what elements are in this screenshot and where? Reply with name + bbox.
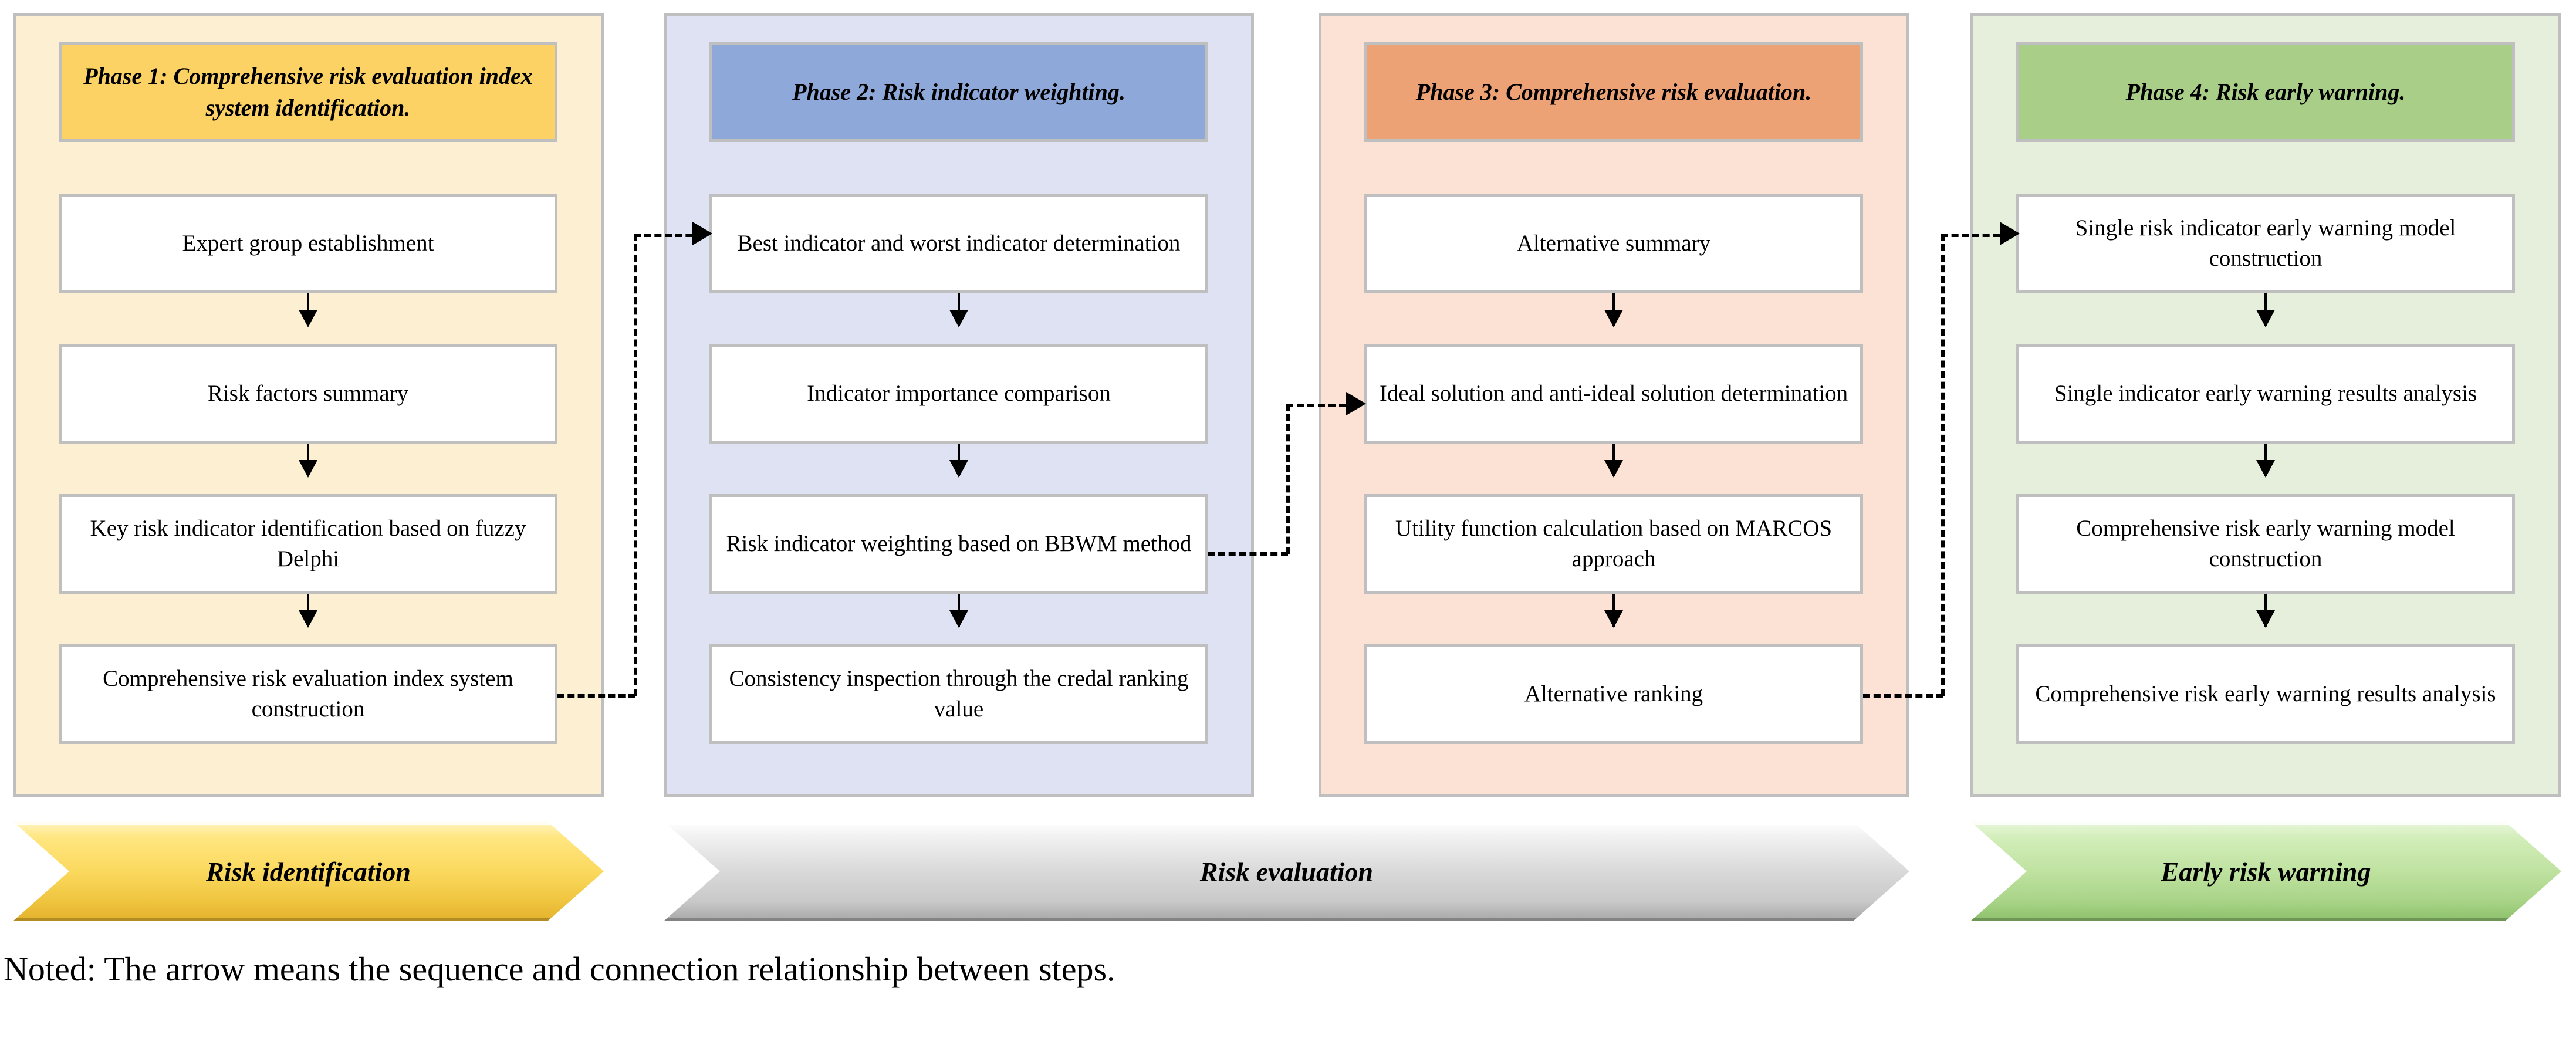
phase2-arrow-1-2 <box>949 293 968 327</box>
banner-early-risk-warning: Early risk warning <box>1970 821 2561 921</box>
phase3-arrow-3-4 <box>1604 594 1623 628</box>
connector-1-segment-top <box>634 234 703 237</box>
banner-risk-identification-label: Risk identification <box>206 856 411 887</box>
banner-risk-evaluation-label: Risk evaluation <box>1199 856 1374 887</box>
connector-3-segment-vertical <box>1941 234 1945 696</box>
phase1-arrow-3-4 <box>299 594 317 628</box>
phase2-step-3: Risk indicator weighting based on BBWM m… <box>709 494 1208 594</box>
phase3-step-3: Utility function calculation based on MA… <box>1364 494 1863 594</box>
phase4-step-2: Single indicator early warning results a… <box>2016 344 2515 444</box>
banner-early-risk-warning-label: Early risk warning <box>2161 856 2371 887</box>
phase4-arrow-1-2 <box>2256 293 2275 327</box>
phase4-step-1: Single risk indicator early warning mode… <box>2016 194 2515 293</box>
phase4-arrow-2-3 <box>2256 444 2275 478</box>
phase1-step-1: Expert group establishment <box>59 194 557 293</box>
connector-1-arrowhead-icon <box>692 222 712 245</box>
connector-3-segment-bottom <box>1863 694 1943 698</box>
phase2-step-1: Best indicator and worst indicator deter… <box>709 194 1208 293</box>
phase2-arrow-2-3 <box>949 444 968 478</box>
connector-1-segment-vertical <box>634 234 637 696</box>
phase4-step-4: Comprehensive risk early warning results… <box>2016 644 2515 744</box>
phase1-step-4: Comprehensive risk evaluation index syst… <box>59 644 557 744</box>
banner-risk-identification: Risk identification <box>13 821 604 921</box>
phase3-arrow-2-3 <box>1604 444 1623 478</box>
phase2-step-2: Indicator importance comparison <box>709 344 1208 444</box>
phase-header-3: Phase 3: Comprehensive risk evaluation. <box>1364 42 1863 142</box>
phase1-step-2: Risk factors summary <box>59 344 557 444</box>
connector-2-segment-bottom <box>1208 552 1288 556</box>
phase1-arrow-1-2 <box>299 293 317 327</box>
connector-1-segment-bottom <box>557 694 635 698</box>
connector-3-segment-top <box>1941 234 2010 237</box>
banner-risk-evaluation: Risk evaluation <box>664 821 1909 921</box>
phase4-step-3: Comprehensive risk early warning model c… <box>2016 494 2515 594</box>
phase3-step-2: Ideal solution and anti-ideal solution d… <box>1364 344 1863 444</box>
phase3-step-4: Alternative ranking <box>1364 644 1863 744</box>
connector-3-arrowhead-icon <box>2000 222 2020 245</box>
phase2-step-4: Consistency inspection through the creda… <box>709 644 1208 744</box>
phase1-step-3: Key risk indicator identification based … <box>59 494 557 594</box>
phase-header-2: Phase 2: Risk indicator weighting. <box>709 42 1208 142</box>
diagram-caption: Noted: The arrow means the sequence and … <box>4 950 1115 988</box>
connector-2-segment-top <box>1286 404 1357 407</box>
phase3-step-1: Alternative summary <box>1364 194 1863 293</box>
phase-header-1: Phase 1: Comprehensive risk evaluation i… <box>59 42 557 142</box>
phase-header-4: Phase 4: Risk early warning. <box>2016 42 2515 142</box>
phase2-arrow-3-4 <box>949 594 968 628</box>
phase1-arrow-2-3 <box>299 444 317 478</box>
phase3-arrow-1-2 <box>1604 293 1623 327</box>
phase4-arrow-3-4 <box>2256 594 2275 628</box>
connector-2-arrowhead-icon <box>1346 392 1366 415</box>
connector-2-segment-vertical <box>1286 404 1290 554</box>
